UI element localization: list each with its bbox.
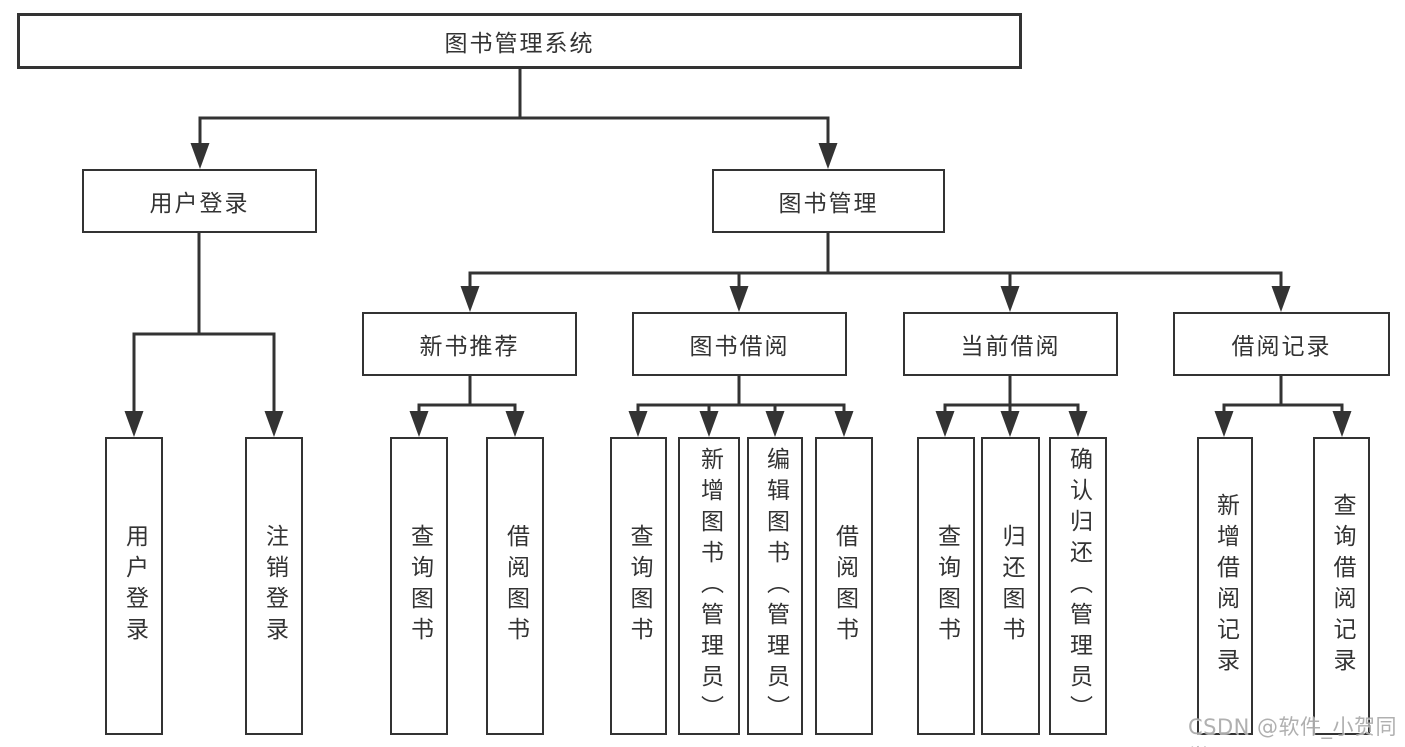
node-book-borrow: 图书借阅 [632,312,847,376]
node-borrow-records: 借阅记录 [1173,312,1390,376]
node-login-action: 用户登录 [105,437,163,735]
node-confirm-return-admin: 确认归还（管理员） [1049,437,1107,735]
arrowhead-current-borrow [1000,286,1020,312]
arrowhead-book-management [818,143,838,169]
arrowhead-query-books-2 [628,411,648,437]
node-current-borrow: 当前借阅 [903,312,1118,376]
arrowhead-add-book [699,411,719,437]
arrowhead-new-book [460,286,480,312]
arrowhead-book-borrow [729,286,749,312]
node-user-login: 用户登录 [82,169,317,233]
arrowhead-edit-book [765,411,785,437]
arrowhead-borrow-books-1 [505,411,525,437]
node-edit-book-admin: 编辑图书（管理员） [747,437,803,735]
node-query-borrow-record: 查询借阅记录 [1313,437,1370,735]
csdn-watermark: CSDN @软件_小贺同学 [1188,715,1398,747]
node-query-books-recommend: 查询图书 [390,437,448,735]
arrowhead-logout-action [264,411,284,437]
arrowhead-borrow-books-2 [834,411,854,437]
node-new-book-recommend: 新书推荐 [362,312,577,376]
node-root-system: 图书管理系统 [17,13,1022,69]
node-return-book: 归还图书 [981,437,1040,735]
node-borrow-books-action: 借阅图书 [815,437,873,735]
node-add-borrow-record: 新增借阅记录 [1197,437,1253,735]
node-borrow-books-recommend: 借阅图书 [486,437,544,735]
node-book-management: 图书管理 [712,169,945,233]
arrowhead-return-book [1000,411,1020,437]
node-logout-action: 注销登录 [245,437,303,735]
node-add-book-admin: 新增图书（管理员） [678,437,740,735]
node-query-books-current: 查询图书 [917,437,975,735]
arrowhead-confirm-return [1068,411,1088,437]
arrowhead-query-books-3 [935,411,955,437]
arrowhead-user-login [190,143,210,169]
arrowhead-borrow-records [1271,286,1291,312]
arrowhead-add-record [1214,411,1234,437]
arrowhead-login-action [124,411,144,437]
arrowhead-query-record [1332,411,1352,437]
node-query-books-borrow: 查询图书 [610,437,667,735]
arrowhead-query-books-1 [409,411,429,437]
